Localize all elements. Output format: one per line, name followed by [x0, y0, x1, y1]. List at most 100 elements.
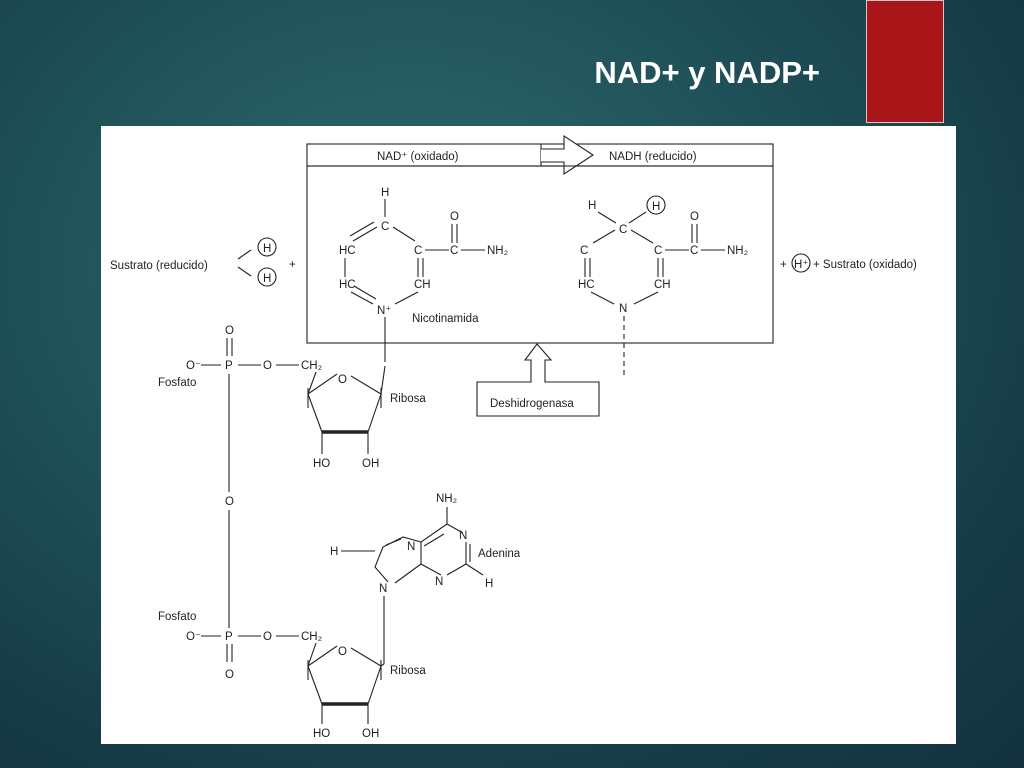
atom-o: O: [338, 374, 347, 386]
atom-c: C: [381, 221, 389, 233]
ring-bond: [350, 647, 382, 667]
bond: [350, 291, 374, 305]
atom-c: C: [654, 245, 662, 257]
ring-bond: [307, 645, 338, 667]
atom-o-minus: O⁻: [186, 631, 201, 643]
atom-c: C: [450, 245, 458, 257]
bond: [590, 291, 615, 305]
phosphate-label-2: Fosfato: [158, 611, 196, 623]
ring-bond: [367, 665, 382, 705]
bond: [353, 285, 377, 300]
bond: [394, 291, 419, 305]
plus-sign: +: [289, 259, 296, 271]
atom-p: P: [225, 360, 233, 372]
bond: [423, 533, 445, 547]
atom-n: N: [459, 530, 467, 542]
atom-ch2: CH₂: [301, 631, 322, 643]
atom-h: H: [263, 243, 271, 255]
atom-oh: OH: [362, 728, 379, 740]
ring-bond: [307, 393, 323, 433]
bond: [237, 249, 252, 260]
atom-p: P: [225, 631, 233, 643]
atom-ho: HO: [313, 728, 330, 740]
bond: [352, 226, 378, 242]
atom-ch: CH: [414, 279, 431, 291]
atom-h-plus: H⁺: [794, 259, 808, 271]
nad-structure-figure: NAD⁺ (oxidado) NADH (reducido) Sustrato …: [101, 126, 956, 744]
atom-n: N: [619, 303, 627, 315]
atom-ch2: CH₂: [301, 360, 322, 372]
atom-o: O: [225, 496, 234, 508]
bond: [592, 229, 616, 244]
bond: [380, 365, 386, 395]
ring-bond: [367, 393, 382, 433]
hydrogen-circle: [257, 237, 277, 257]
adenine-label: Adenina: [478, 548, 521, 560]
accent-bar: [866, 0, 944, 123]
atom-ch: CH: [654, 279, 671, 291]
atom-h: H: [652, 201, 660, 213]
atom-o-minus: O⁻: [186, 360, 201, 372]
atom-ho: HO: [313, 458, 330, 470]
atom-oh: OH: [362, 458, 379, 470]
hydrogen-circle: [646, 195, 666, 215]
atom-nh2: NH₂: [487, 245, 508, 257]
substrate-reduced-label: Sustrato (reducido): [110, 260, 208, 272]
adenine-ring: [374, 536, 422, 584]
banner-arrow: [541, 134, 595, 176]
atom-n-plus: N⁺: [377, 305, 391, 317]
bond: [385, 538, 402, 546]
atom-c: C: [580, 245, 588, 257]
atom-n: N: [407, 541, 415, 553]
atom-o: O: [690, 211, 699, 223]
slide-title: NAD+ y NADP+: [594, 55, 820, 90]
bond: [307, 642, 317, 667]
atom-h: H: [485, 578, 493, 590]
atom-o: O: [450, 211, 459, 223]
atom-c: C: [414, 245, 422, 257]
bond: [628, 211, 647, 224]
ring-bond: [307, 665, 323, 705]
bond: [465, 563, 484, 576]
ring-bond: [307, 373, 338, 395]
ribose-label-1: Ribosa: [390, 393, 426, 405]
ring-bond: [350, 375, 382, 395]
nad-diagram: NAD⁺ (oxidado) NADH (reducido) Sustrato …: [110, 134, 917, 740]
bond: [597, 211, 617, 224]
atom-o: O: [225, 325, 234, 337]
phosphate-label-1: Fosfato: [158, 377, 196, 389]
enzyme-label: Deshidrogenasa: [490, 398, 574, 410]
proton-circle: [791, 253, 811, 273]
hydrogen-circle: [257, 267, 277, 287]
bond: [237, 266, 252, 277]
atom-o: O: [263, 631, 272, 643]
bond: [633, 291, 659, 305]
atom-c: C: [690, 245, 698, 257]
atom-o: O: [225, 669, 234, 681]
atom-o: O: [263, 360, 272, 372]
enzyme-arrow-box: [476, 343, 600, 417]
bond: [392, 226, 416, 242]
atom-n: N: [379, 583, 387, 595]
ribose-label-2: Ribosa: [390, 665, 426, 677]
atom-h: H: [381, 187, 389, 199]
banner-nadh-reduced: NADH (reducido): [609, 151, 697, 163]
atom-hc: HC: [339, 279, 356, 291]
banner-nad-oxidized: NAD⁺ (oxidado): [377, 151, 459, 163]
bond: [349, 221, 375, 237]
atom-hc: HC: [578, 279, 595, 291]
atom-n: N: [435, 576, 443, 588]
atom-nh2: NH₂: [436, 493, 457, 505]
atom-o: O: [338, 646, 347, 658]
atom-h: H: [588, 200, 596, 212]
bond: [630, 229, 654, 244]
substrate-oxidized-label: + Sustrato (oxidado): [813, 259, 917, 271]
plus-sign: +: [780, 259, 787, 271]
atom-h: H: [263, 273, 271, 285]
atom-hc: HC: [339, 245, 356, 257]
atom-c: C: [619, 224, 627, 236]
atom-h: H: [330, 546, 338, 558]
atom-nh2: NH₂: [727, 245, 748, 257]
reaction-frame: [306, 165, 774, 344]
nicotinamide-label: Nicotinamida: [412, 313, 479, 325]
